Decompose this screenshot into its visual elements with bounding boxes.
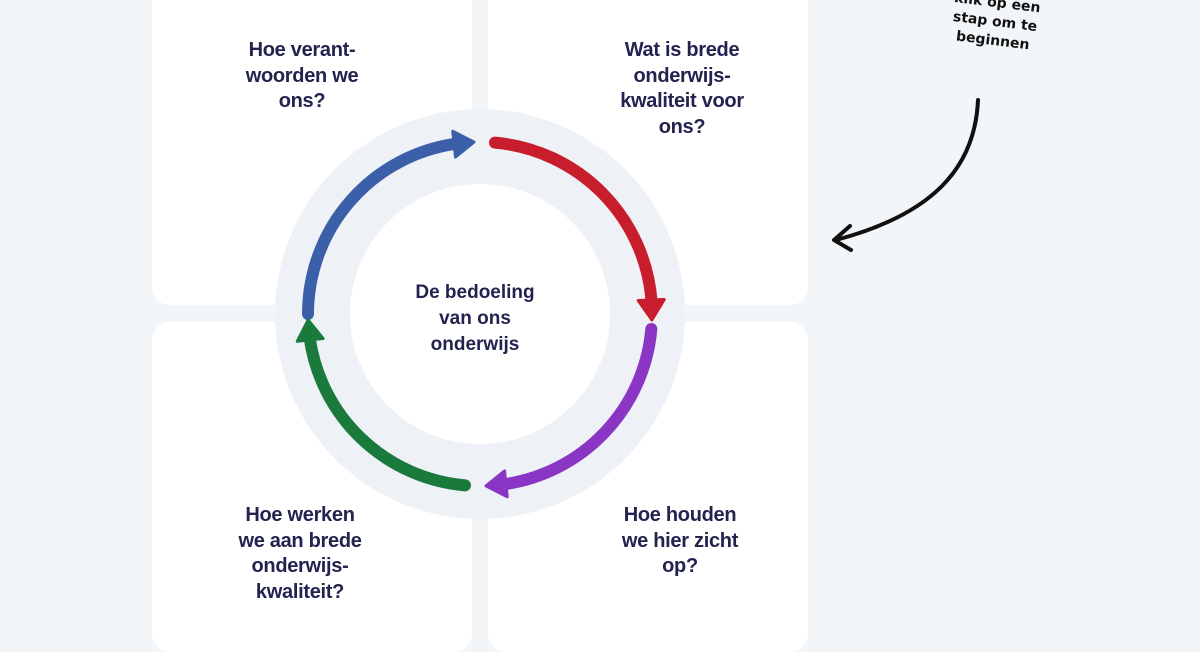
step-label-zicht[interactable]: Hoe houden we hier zicht op?	[621, 504, 739, 577]
center-label: De bedoeling van ons onderwijs	[415, 282, 535, 355]
step-label-verantwoorden[interactable]: Hoe verant- woorden we ons?	[245, 39, 359, 112]
hint-arrowhead-icon	[832, 224, 853, 252]
arrowhead-icon-verantwoorden	[451, 129, 476, 159]
cycle-diagram	[295, 98, 980, 499]
arrowhead-icon-wat-is	[636, 298, 666, 322]
arrowhead-icon-zicht	[484, 469, 509, 499]
cycle-arc-werken[interactable]	[303, 331, 472, 492]
step-label-werken[interactable]: Hoe werken we aan brede onderwijs- kwali…	[238, 504, 362, 603]
arrowhead-icon-werken	[295, 318, 325, 343]
hint-arrow-icon	[834, 98, 980, 242]
cycle-arc-wat-is[interactable]	[488, 136, 658, 309]
step-label-wat-is[interactable]: Wat is brede onderwijs- kwaliteit voor o…	[620, 39, 744, 138]
cycle-arc-zicht[interactable]	[497, 322, 658, 491]
cycle-arc-verantwoorden[interactable]	[302, 137, 463, 320]
inner-circle	[350, 184, 610, 444]
